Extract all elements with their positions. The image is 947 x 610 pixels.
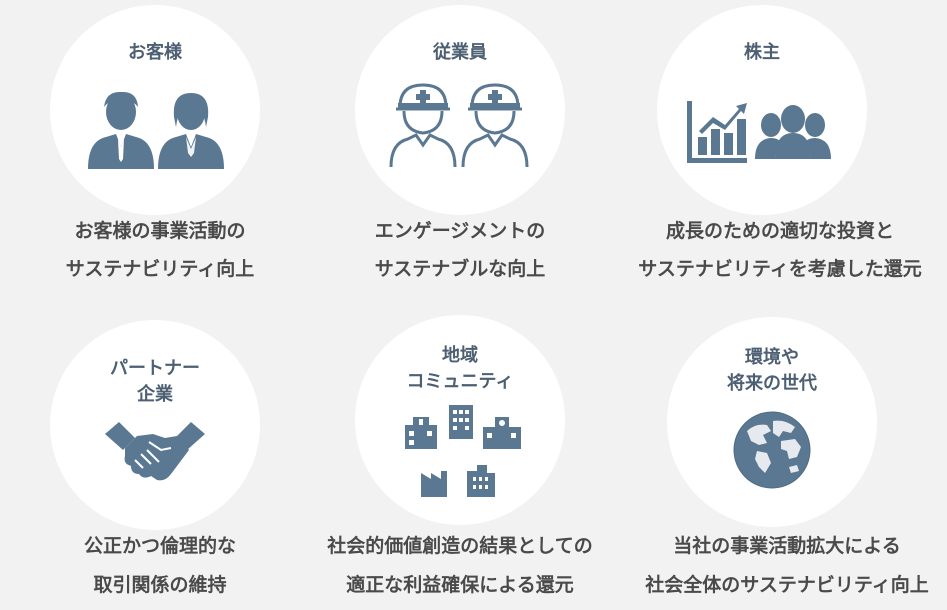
- handshake-icon: [105, 420, 205, 486]
- caption-line-1: 社会的価値創造の結果としての: [327, 535, 593, 557]
- caption-line-1: 成長のための適切な投資と: [665, 220, 894, 242]
- stakeholder-card-employees: 従業員: [300, 0, 620, 300]
- stakeholder-card-customers: お客様 お客様の事業活動の サステナビリティ向上: [0, 0, 320, 300]
- stakeholder-title: 従業員: [433, 42, 487, 63]
- hardhat-workers-icon: [388, 79, 534, 169]
- caption-line-2: サステナビリティを考慮した還元: [638, 258, 922, 280]
- stakeholder-circle: パートナー 企業: [50, 320, 260, 530]
- stakeholder-circle: 環境や 将来の世代: [667, 317, 877, 527]
- stakeholder-card-partners: パートナー 企業 公正かつ倫理的な 取引関係の維持: [0, 305, 320, 610]
- stakeholder-title: 環境や 将来の世代: [727, 347, 817, 394]
- globe-icon: [733, 411, 811, 489]
- stakeholder-title: 地域 コミュニティ: [406, 345, 514, 392]
- caption-line-1: 公正かつ倫理的な: [83, 535, 236, 557]
- stakeholder-title: 株主: [744, 42, 780, 63]
- stakeholder-card-environment: 環境や 将来の世代 当社の事業活動拡大による 社会全体のサステナビリティ向上: [627, 305, 947, 610]
- growth-chart-group-icon: [687, 97, 837, 163]
- stakeholder-title: お客様: [128, 42, 182, 63]
- caption-line-2: 適正な利益確保による還元: [346, 574, 574, 596]
- caption-line-1: お客様の事業活動の: [74, 220, 246, 242]
- caption-line-1: 当社の事業活動拡大による: [673, 535, 901, 557]
- caption-line-2: サステナビリティ向上: [65, 258, 255, 280]
- stakeholder-circle: 従業員: [355, 5, 565, 215]
- caption-line-2: 取引関係の維持: [93, 574, 227, 596]
- stakeholder-card-shareholders: 株主 成長のための適: [620, 0, 940, 300]
- caption-line-2: サステナブルな向上: [374, 258, 546, 280]
- caption-line-1: エンゲージメントの: [374, 220, 546, 242]
- stakeholder-circle: 株主: [657, 5, 867, 215]
- stakeholder-circle: お客様: [50, 5, 260, 215]
- stakeholder-circle: 地域 コミュニティ: [355, 315, 565, 525]
- buildings-icon: [403, 401, 523, 501]
- two-people-icon: [88, 87, 224, 169]
- stakeholder-title: パートナー 企業: [110, 358, 200, 405]
- stakeholder-card-community: 地域 コミュニティ: [300, 305, 620, 610]
- caption-line-2: 社会全体のサステナビリティ向上: [645, 574, 929, 596]
